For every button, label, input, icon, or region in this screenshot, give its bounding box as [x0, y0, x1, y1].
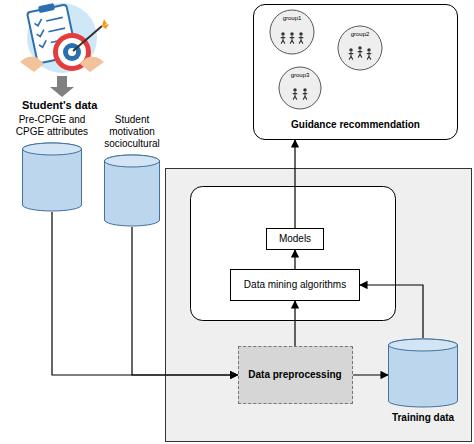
output-box: Guidance recommendation: [253, 4, 458, 140]
node-label: Pre-CPGE and CPGE attributes: [8, 114, 96, 138]
cylinder-shape: [388, 338, 458, 408]
process-box: Models: [266, 228, 324, 250]
process-box: Data preprocessing: [238, 346, 353, 404]
system-panel: [166, 169, 472, 442]
database-cylinder: Training data: [388, 338, 458, 424]
flow-arrow: [132, 227, 238, 375]
database-cylinder: Student motivation sociocultural: [98, 114, 166, 227]
cylinder-shape: [22, 142, 82, 212]
node-label: Data mining algorithms: [244, 279, 346, 291]
flow-arrow: [294, 301, 295, 346]
flow-arrow: [360, 285, 423, 338]
group-label: group1: [283, 15, 302, 21]
flow-arrow: [294, 140, 295, 228]
database-cylinder: Pre-CPGE and CPGE attributes: [8, 114, 96, 212]
node-label: Data preprocessing: [248, 369, 341, 381]
cylinder-shape: [104, 154, 160, 227]
node-label: Student motivation sociocultural: [98, 114, 166, 150]
data-arrow: [50, 76, 74, 97]
group-label: group2: [351, 31, 370, 37]
flow-arrow: [353, 374, 389, 375]
student-icon: [20, 0, 109, 73]
model-container: [191, 187, 396, 321]
group-label: group3: [291, 72, 310, 78]
section-label: Student's data: [22, 99, 97, 111]
process-box: Data mining algorithms: [230, 269, 360, 301]
flow-arrow: [52, 212, 238, 375]
flow-arrow: [294, 250, 295, 269]
node-label: Guidance recommendation: [254, 119, 457, 131]
group-illustration: [270, 10, 382, 109]
node-label: Training data: [388, 412, 458, 424]
node-label: Models: [279, 233, 311, 245]
